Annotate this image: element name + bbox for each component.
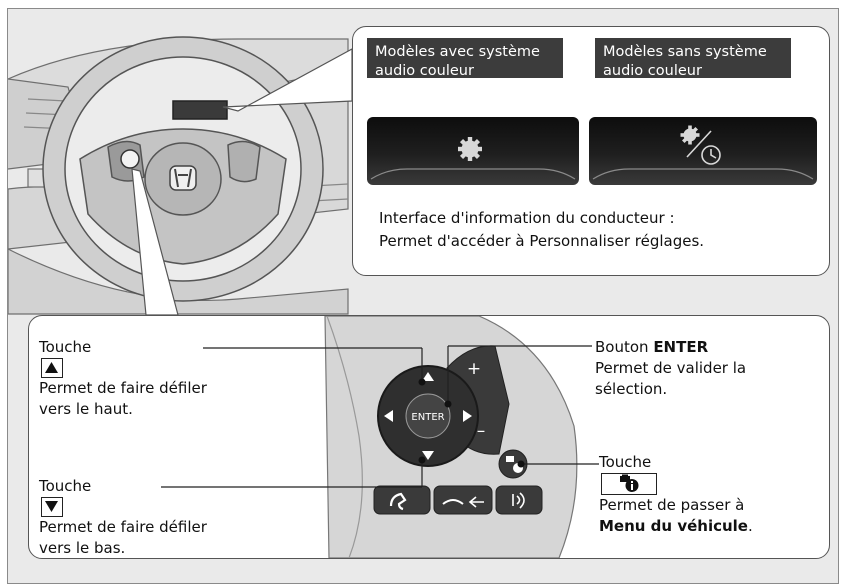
- screen-without-color-audio: [589, 117, 817, 185]
- switch-illustration: + – ENTER: [161, 316, 599, 558]
- header-with-line-2: audio couleur: [375, 63, 474, 79]
- down-key-desc-2: vers le bas.: [39, 539, 126, 557]
- enter-label-bold: ENTER: [653, 338, 709, 356]
- steering-wheel: [42, 36, 324, 302]
- up-key-callout: Touche Permet de faire défiler vers le h…: [39, 337, 207, 420]
- screen-with-color-audio: [367, 117, 579, 185]
- manual-figure: Modèles avec système audio couleur Modèl…: [7, 8, 839, 584]
- down-key-callout: Touche Permet de faire défiler vers le b…: [39, 476, 207, 559]
- dashboard-illustration: [8, 36, 353, 316]
- caption-line-2: Permet d'accéder à Personnaliser réglage…: [379, 232, 705, 250]
- steering-switch-panel: + – ENTER: [28, 315, 830, 559]
- pad-right-arrow-icon: [463, 410, 472, 422]
- up-key-desc-1: Permet de faire défiler: [39, 379, 207, 397]
- pad-enter-text: ENTER: [411, 412, 444, 423]
- enter-button-callout: Bouton ENTER Permet de valider la sélect…: [595, 337, 746, 400]
- header-without-color-audio: Modèles sans système audio couleur: [595, 38, 791, 79]
- vehicle-info-icon: [601, 473, 657, 495]
- volume-plus-label: +: [467, 359, 481, 379]
- driver-info-caption: Interface d'information du conducteur : …: [379, 207, 704, 253]
- header-with-line-1: Modèles avec système: [375, 44, 540, 60]
- enter-desc-1: Permet de valider la: [595, 359, 747, 377]
- pad-up-arrow-icon: [422, 372, 434, 381]
- enter-label-prefix: Bouton: [595, 338, 654, 356]
- header-with-color-audio: Modèles avec système audio couleur: [367, 38, 563, 79]
- caption-line-1: Interface d'information du conducteur :: [379, 209, 675, 227]
- vehicle-menu-key-label: Touche: [599, 453, 652, 471]
- triangle-up-icon: [41, 358, 63, 378]
- phone-button-graphic: [373, 485, 431, 515]
- triangle-down-icon: [41, 497, 63, 517]
- enter-desc-2: sélection.: [595, 380, 668, 398]
- up-key-desc-2: vers le haut.: [39, 400, 133, 418]
- down-key-label: Touche: [39, 477, 92, 495]
- down-key-desc-1: Permet de faire défiler: [39, 518, 207, 536]
- pad-down-arrow-icon: [422, 451, 434, 460]
- vehicle-menu-key-callout: Touche Permet de passer à Menu du véhicu…: [599, 452, 753, 537]
- driver-info-panel: Modèles avec système audio couleur Modèl…: [352, 26, 830, 276]
- vehicle-menu-desc-suffix: .: [747, 517, 753, 535]
- header-without-line-2: audio couleur: [603, 63, 702, 79]
- volume-minus-label: –: [477, 421, 486, 441]
- gear-icon: [458, 137, 482, 161]
- up-key-label: Touche: [39, 338, 92, 356]
- vehicle-menu-desc-bold: Menu du véhicule: [599, 517, 748, 535]
- hangup-back-button-graphic: [433, 485, 493, 515]
- header-without-line-1: Modèles sans système: [603, 44, 767, 60]
- gear-clock-icon: [680, 125, 721, 165]
- vehicle-menu-desc-1: Permet de passer à: [599, 496, 745, 514]
- pad-left-arrow-icon: [384, 410, 393, 422]
